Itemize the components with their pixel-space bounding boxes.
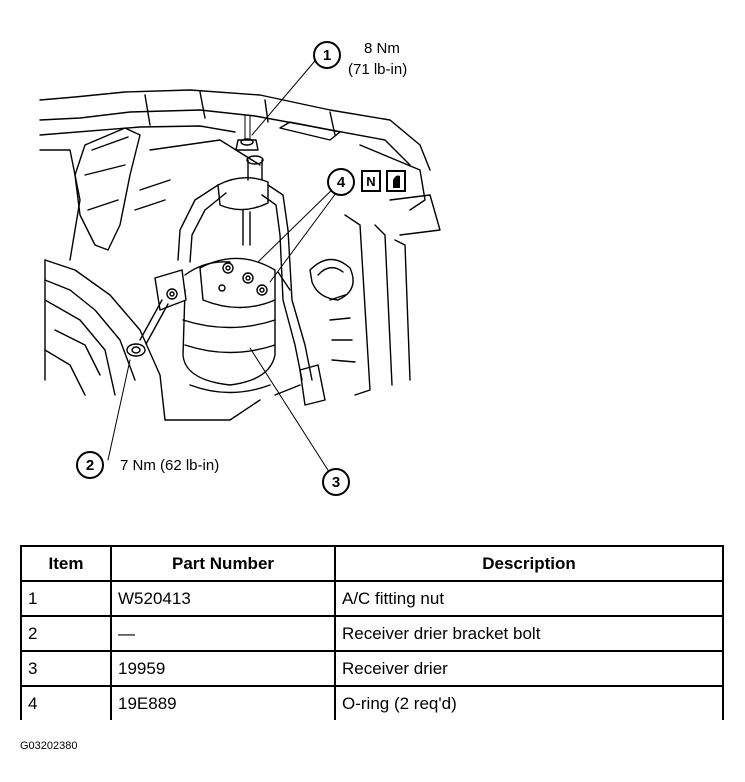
row-description: A/C fitting nut: [334, 580, 724, 617]
table-row: 1 W520413 A/C fitting nut: [20, 580, 724, 617]
header-description: Description: [334, 545, 724, 582]
callout-3: 3: [322, 468, 350, 496]
svg-text:3: 3: [332, 474, 340, 491]
table-row: 3 19959 Receiver drier: [20, 650, 724, 687]
table-header-row: Item Part Number Description: [20, 545, 724, 582]
row-description: O-ring (2 req'd): [334, 685, 724, 720]
radiator-support: [39, 89, 441, 236]
left-bracket: [39, 127, 261, 261]
row-description: Receiver drier bracket bolt: [334, 615, 724, 652]
callout-2-torque: 7 Nm (62 lb-in): [120, 457, 219, 474]
receiver-drier-diagram: 1 8 Nm (71 lb-in) 4 N 2 7 Nm (62 lb-in) …: [39, 40, 441, 496]
svg-text:2: 2: [86, 457, 94, 474]
bracket-bolt: [126, 299, 169, 357]
row-part-number: 19E889: [110, 685, 336, 720]
ac-line: [177, 184, 313, 381]
callout-2: 2 7 Nm (62 lb-in): [76, 451, 219, 479]
top-fitting: [217, 114, 269, 246]
drier-bracket: [154, 269, 187, 311]
row-part-number: W520413: [110, 580, 336, 617]
lubricate-icon: [386, 170, 406, 192]
row-item: 2: [20, 615, 112, 652]
header-item: Item: [20, 545, 112, 582]
row-item: 3: [20, 650, 112, 687]
table-row: 2 — Receiver drier bracket bolt: [20, 615, 724, 652]
header-part-number: Part Number: [110, 545, 336, 582]
row-part-number: 19959: [110, 650, 336, 687]
table-row: 4 19E889 O-ring (2 req'd): [20, 685, 724, 720]
fan-shroud: [44, 259, 261, 421]
callout-1-torque-lbin: (71 lb-in): [348, 61, 407, 78]
svg-text:1: 1: [323, 47, 331, 64]
row-description: Receiver drier: [334, 650, 724, 687]
svg-text:4: 4: [337, 174, 346, 191]
new-part-icon: [361, 170, 381, 192]
leader-lines: [107, 54, 343, 479]
row-item: 4: [20, 685, 112, 720]
row-part-number: —: [110, 615, 336, 652]
figure-id: G03202380: [20, 740, 78, 752]
receiver-drier: [182, 257, 291, 394]
parts-table: Item Part Number Description 1 W520413 A…: [20, 545, 724, 720]
row-item: 1: [20, 580, 112, 617]
callout-1: 1 8 Nm (71 lb-in): [313, 40, 407, 78]
callout-1-torque-nm: 8 Nm: [364, 40, 400, 57]
condenser-tubes: [274, 214, 411, 406]
callout-4: 4 N: [327, 168, 406, 196]
svg-text:N: N: [366, 174, 375, 189]
